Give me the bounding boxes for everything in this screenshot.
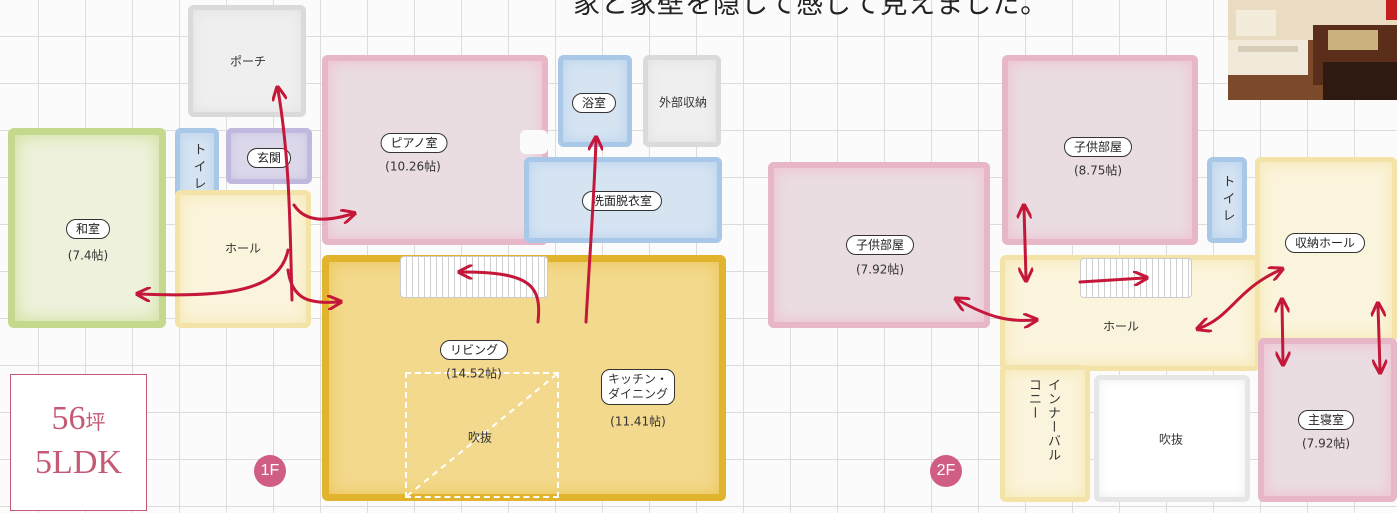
arrow-master-left [1282, 302, 1283, 362]
hall-1f-label: ホール [224, 241, 262, 256]
piano-notch [520, 130, 548, 154]
kitchen-size: (11.41帖) [610, 414, 666, 429]
toilet-2f-label: トイレ [1219, 174, 1235, 226]
area-summary: 56坪 5LDK [10, 374, 147, 511]
washitsu-label: 和室 [65, 219, 111, 239]
kitchen-label: キッチン・ ダイニング [600, 369, 676, 405]
hall-2f-label: ホール [1102, 319, 1140, 334]
arrow-stairs-2f [1078, 278, 1144, 282]
stairs-1f [400, 256, 548, 298]
floor-badge-1f: 1F [254, 455, 286, 487]
storage-hall-label: 収納ホール [1284, 233, 1366, 253]
storage-room [643, 55, 721, 147]
void-outline-1f [405, 372, 559, 498]
piano-size: (10.26帖) [385, 159, 441, 174]
arrow-to-living [286, 268, 338, 302]
void-1f-label: 吹抜 [467, 430, 493, 445]
arrow-to-stairs [462, 272, 541, 324]
master-label: 主寝室 [1297, 410, 1355, 430]
top-caption: 家と家壁を隠して感じて見えました。 [573, 0, 1049, 20]
arrow-to-piano [292, 203, 352, 219]
kitchen-photo [1228, 0, 1397, 100]
arrow-to-washitsu [140, 248, 290, 295]
living-size: (14.52帖) [446, 366, 502, 381]
washitsu-size: (7.4帖) [67, 248, 109, 263]
balcony-room [1000, 365, 1090, 502]
bath-label: 浴室 [571, 93, 617, 113]
arrow-storage-hall [1200, 270, 1280, 328]
balcony-label: インナーバルコニー [1026, 378, 1060, 462]
master-size: (7.92帖) [1301, 436, 1351, 451]
genkan-label: 玄関 [246, 148, 292, 168]
arrow-master-right [1378, 306, 1380, 370]
arrow-to-bath [584, 140, 596, 324]
kids2-size: (7.92帖) [855, 262, 905, 277]
toilet-1f-label: トイレ [190, 142, 206, 194]
layout-type: 5LDK [35, 444, 122, 481]
toilet-room-2f [1207, 157, 1247, 243]
area-value: 56 [51, 400, 86, 437]
piano-label: ピアノ室 [380, 133, 448, 153]
void-2f-label: 吹抜 [1158, 432, 1184, 447]
porch-label: ポーチ [229, 54, 267, 69]
kids2-label: 子供部屋 [845, 235, 915, 255]
washroom-label: 洗面脱衣室 [581, 191, 663, 211]
living-label: リビング [439, 340, 509, 360]
arrow-kids2 [958, 300, 1034, 320]
kids1-label: 子供部屋 [1063, 137, 1133, 157]
kids1-size: (8.75帖) [1073, 163, 1123, 178]
floor-badge-2f: 2F [930, 455, 962, 487]
kitchen-label-line1: キッチン・ [607, 372, 669, 386]
storage-label: 外部収納 [658, 95, 708, 110]
arrow-to-porch [278, 90, 294, 302]
void-room-2f [1094, 375, 1250, 502]
arrow-kids1 [1024, 208, 1026, 278]
stairs-2f [1080, 258, 1192, 298]
kitchen-label-line2: ダイニング [607, 387, 669, 401]
area-unit: 坪 [85, 412, 106, 434]
